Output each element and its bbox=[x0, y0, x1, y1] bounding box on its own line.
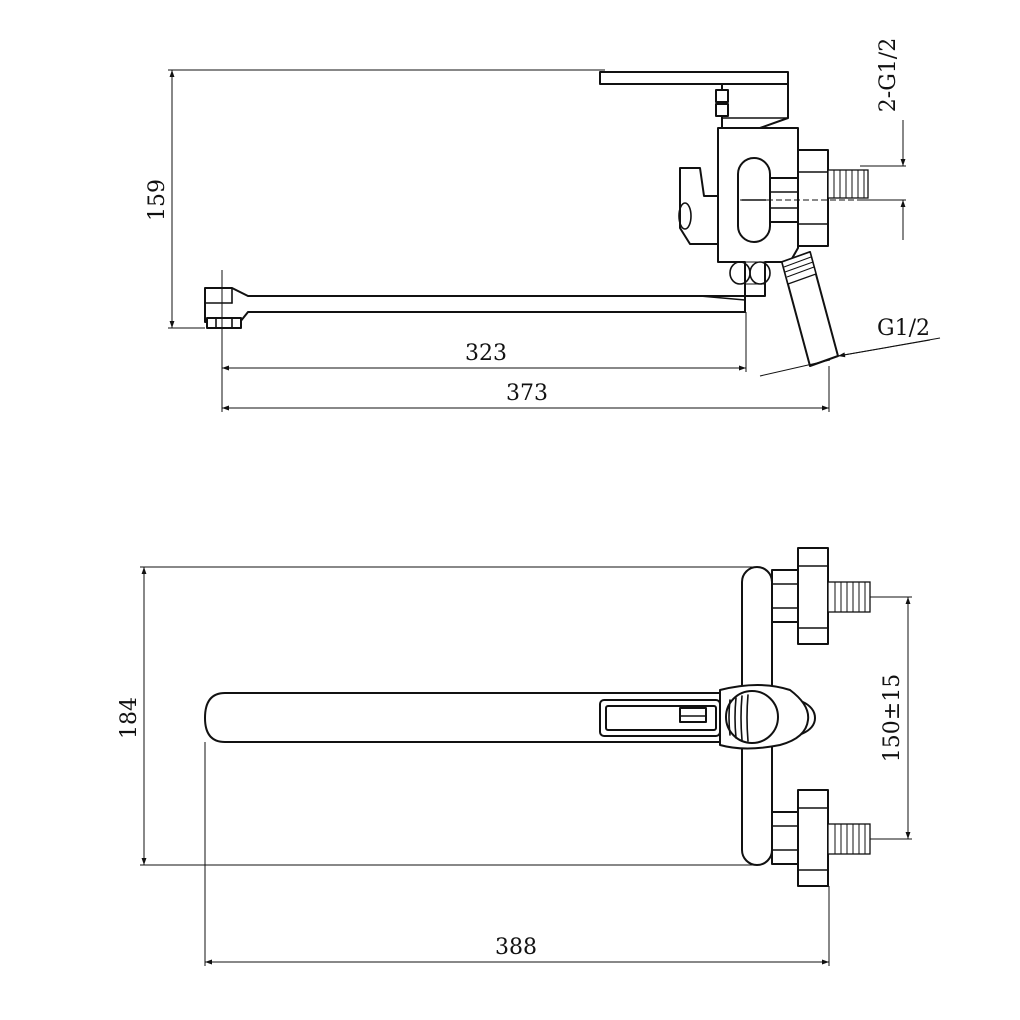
height-dim-label: 159 bbox=[145, 179, 170, 221]
inlet-connection bbox=[769, 149, 869, 247]
lower-inlet-top bbox=[771, 789, 871, 887]
depth-dim-label: 184 bbox=[117, 697, 142, 739]
outlet-thread-dim-label: G1/2 bbox=[877, 316, 930, 341]
upper-inlet-top bbox=[771, 547, 871, 645]
spout bbox=[204, 287, 746, 329]
outlet-thread-dim-line bbox=[837, 339, 931, 358]
reach-outer-dim-label: 373 bbox=[506, 381, 548, 406]
mixer-lever bbox=[599, 71, 789, 129]
outlet-pipe bbox=[781, 251, 839, 367]
inlet-thread-dim-label: 2-G1/2 bbox=[876, 38, 901, 112]
inlet-spacing-dim-label: 150±15 bbox=[880, 674, 905, 762]
top-view: 184 150±15 388 bbox=[117, 547, 912, 966]
side-view: 159 323 373 2-G1/2 G1/2 bbox=[145, 38, 941, 412]
total-length-dim-label: 388 bbox=[495, 935, 537, 960]
top-extension-lines bbox=[140, 566, 912, 966]
inlet-thread-ridges bbox=[833, 170, 865, 198]
reach-inner-dim-label: 323 bbox=[465, 341, 507, 366]
lever-hub-top bbox=[719, 684, 810, 750]
